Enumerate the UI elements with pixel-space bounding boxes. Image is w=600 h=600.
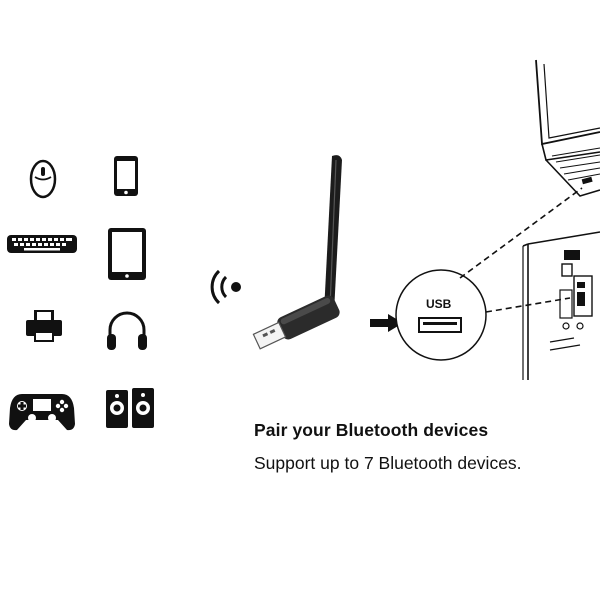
wireless-signal-icon	[210, 269, 241, 305]
tablet-icon	[108, 228, 146, 280]
speakers-icon	[106, 388, 154, 428]
headline: Pair your Bluetooth devices	[254, 420, 489, 440]
subline: Support up to 7 Bluetooth devices.	[254, 453, 522, 473]
mouse-icon	[29, 159, 57, 199]
usb-port-callout	[395, 269, 487, 361]
usb-bluetooth-adapter-icon	[252, 155, 342, 350]
keyboard-icon	[7, 235, 77, 253]
usb-port-label: USB	[426, 297, 452, 311]
printer-icon	[26, 310, 62, 342]
smartphone-icon	[114, 156, 138, 196]
arrow-right-icon	[370, 314, 403, 332]
headphones-icon	[107, 311, 147, 350]
desktop-tower-icon	[522, 231, 600, 380]
gamepad-icon	[9, 394, 75, 431]
laptop-icon	[535, 59, 600, 197]
